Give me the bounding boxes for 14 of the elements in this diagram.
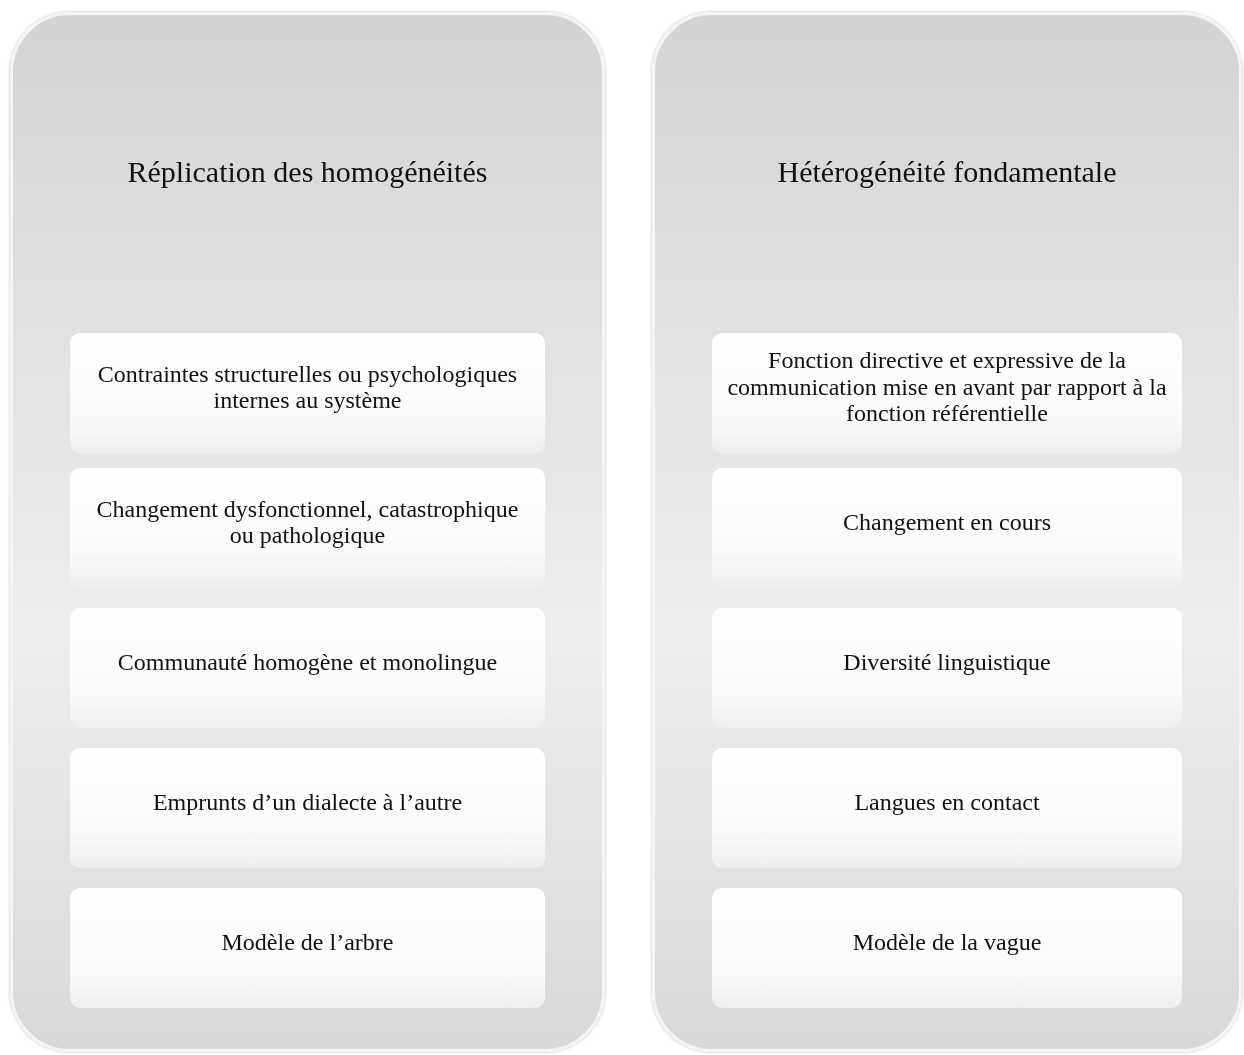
panel xyxy=(652,12,1242,1052)
panel-heading: Réplication des homogénéités xyxy=(127,155,488,189)
text-card: Changement dysfonctionnel, catastrophique ou pathologique xyxy=(70,468,545,588)
text-card: Fonction directive et expressive de la communication mise en avant par rapport à la fonction référentielle xyxy=(712,333,1182,453)
text-card: Modèle de la vague xyxy=(712,888,1182,1008)
panel-heading: Hétérogénéité fondamentale xyxy=(777,155,1117,189)
panel xyxy=(10,12,605,1052)
text-card: Emprunts d’un dialecte à l’autre xyxy=(70,748,545,868)
text-card: Langues en contact xyxy=(712,748,1182,868)
text-card: Contraintes structurelles ou psychologiques internes au système xyxy=(70,333,545,453)
text-card: Changement en cours xyxy=(712,468,1182,588)
text-card: Diversité linguistique xyxy=(712,608,1182,728)
text-card: Communauté homogène et monolingue xyxy=(70,608,545,728)
text-card: Modèle de l’arbre xyxy=(70,888,545,1008)
